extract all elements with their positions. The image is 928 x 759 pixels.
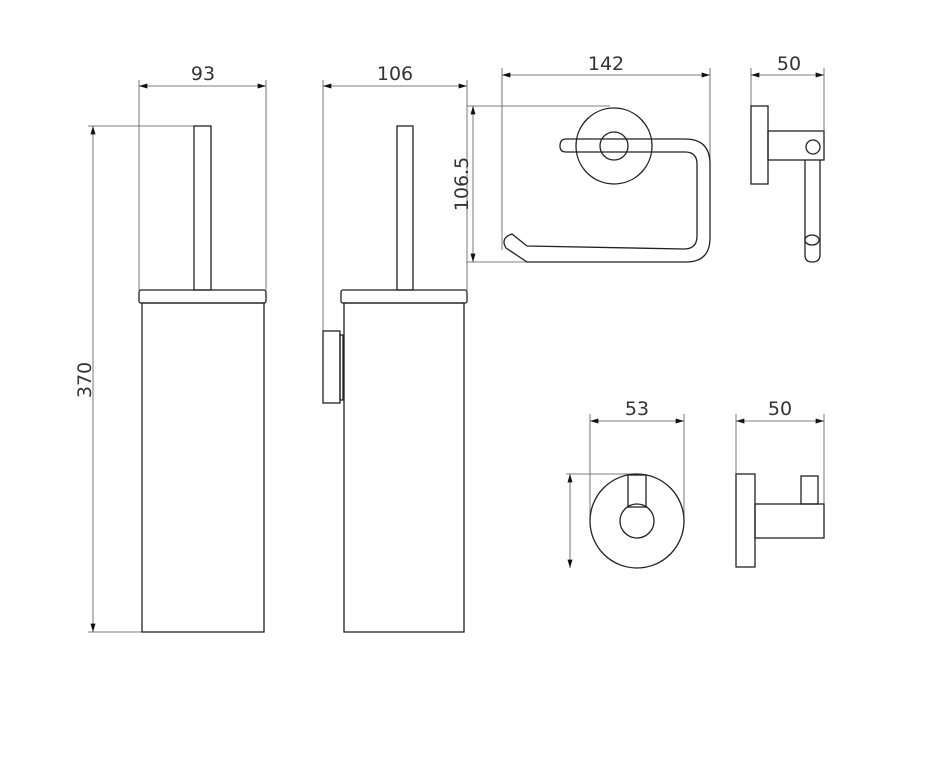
dimension-label-53: 53 bbox=[625, 398, 649, 420]
dimension-label-50-top: 50 bbox=[777, 53, 801, 75]
toilet-brush-front-view: 93 370 bbox=[74, 63, 267, 633]
dimension-label-106-5: 106.5 bbox=[451, 157, 473, 211]
robe-hook-front-view: 53 bbox=[566, 398, 685, 569]
rosette bbox=[575, 107, 653, 185]
toilet-brush-side-view: 106 bbox=[322, 63, 468, 633]
paper-holder-front-view: 142 106.5 bbox=[451, 53, 711, 263]
dimension-label-106: 106 bbox=[377, 63, 413, 85]
dimension-label-370: 370 bbox=[74, 362, 96, 398]
paper-holder-arm bbox=[503, 138, 711, 263]
dimension-label-93: 93 bbox=[191, 63, 215, 85]
brush-handle bbox=[193, 125, 212, 291]
brush-container bbox=[141, 302, 265, 633]
paper-holder-side-view: 50 bbox=[750, 53, 825, 263]
dimension-label-50-bottom: 50 bbox=[768, 398, 792, 420]
wall-plate bbox=[322, 330, 341, 404]
dimension-label-142: 142 bbox=[588, 53, 624, 75]
robe-hook-side-view: 50 bbox=[735, 398, 825, 568]
brush-lid bbox=[138, 289, 267, 304]
